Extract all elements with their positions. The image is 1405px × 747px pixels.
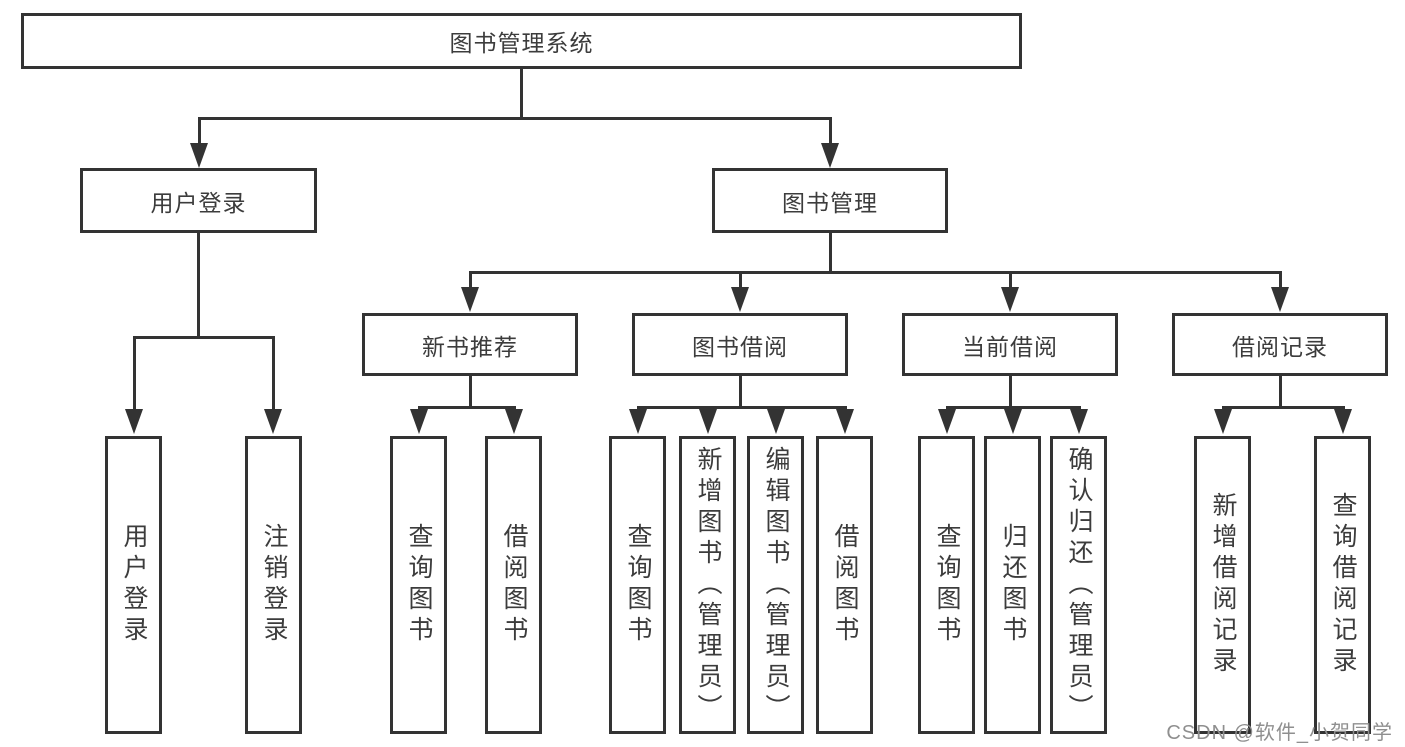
node-label: 归还图书 (999, 523, 1027, 647)
node-label: 用户登录 (150, 189, 247, 216)
node-book-management: 图书管理 (712, 168, 948, 233)
leaf-user-login: 用户登录 (105, 436, 162, 734)
node-label: 借阅图书 (500, 523, 528, 647)
connector-vertical (828, 233, 832, 274)
arrowhead-down-icon (1271, 287, 1289, 312)
arrowhead-down-icon (125, 409, 143, 434)
leaf-query-books-recommend: 查询图书 (390, 436, 447, 734)
arrowhead-down-icon (1004, 409, 1022, 434)
leaf-logout: 注销登录 (245, 436, 302, 734)
leaf-confirm-return-admin: 确认归还（管理员） (1050, 436, 1107, 734)
node-label: 新增借阅记录 (1209, 492, 1237, 678)
node-label: 图书管理系统 (449, 30, 594, 56)
arrowhead-down-icon (264, 409, 282, 434)
connector-stub (197, 117, 201, 147)
leaf-edit-book-admin: 编辑图书（管理员） (747, 436, 804, 734)
node-current-borrowing: 当前借阅 (902, 313, 1118, 376)
connector-stub (132, 336, 136, 413)
connector-vertical (196, 233, 200, 339)
arrowhead-down-icon (190, 143, 208, 168)
connector-stub (738, 271, 742, 291)
connector-vertical (1008, 376, 1012, 409)
node-label: 新书推荐 (422, 333, 518, 360)
connector-stub (468, 271, 472, 291)
node-library-management-system: 图书管理系统 (21, 13, 1022, 69)
connector-stub (271, 336, 275, 413)
connector-vertical (738, 376, 742, 409)
arrowhead-down-icon (1214, 409, 1232, 434)
node-label: 借阅图书 (831, 523, 859, 647)
node-label: 编辑图书（管理员） (762, 445, 790, 725)
arrowhead-down-icon (821, 143, 839, 168)
node-label: 借阅记录 (1232, 333, 1328, 360)
connector-vertical (519, 69, 523, 120)
leaf-query-books-current: 查询图书 (918, 436, 975, 734)
node-new-book-recommend: 新书推荐 (362, 313, 578, 376)
connector-vertical (1278, 376, 1282, 409)
node-label: 图书管理 (782, 189, 878, 216)
arrowhead-down-icon (938, 409, 956, 434)
node-label: 当前借阅 (962, 333, 1058, 360)
arrowhead-down-icon (629, 409, 647, 434)
leaf-borrow-books-recommend: 借阅图书 (485, 436, 542, 734)
node-label: 确认归还（管理员） (1065, 445, 1093, 725)
connector-horizontal (636, 406, 847, 409)
arrowhead-down-icon (461, 287, 479, 312)
leaf-query-books-borrowing: 查询图书 (609, 436, 666, 734)
node-label: 查询图书 (933, 523, 961, 647)
node-label: 查询借阅记录 (1329, 492, 1357, 678)
leaf-query-borrow-record: 查询借阅记录 (1314, 436, 1371, 734)
arrowhead-down-icon (836, 409, 854, 434)
connector-stub (828, 117, 832, 147)
connector-stub (1008, 271, 1012, 291)
node-label: 新增图书（管理员） (694, 445, 722, 725)
arrowhead-down-icon (699, 409, 717, 434)
leaf-borrow-books: 借阅图书 (816, 436, 873, 734)
connector-horizontal (417, 406, 516, 409)
arrowhead-down-icon (731, 287, 749, 312)
leaf-return-books: 归还图书 (984, 436, 1041, 734)
node-label: 图书借阅 (692, 333, 788, 360)
node-user-login: 用户登录 (80, 168, 317, 233)
connector-horizontal (1221, 406, 1345, 409)
csdn-watermark: CSDN @软件_小贺同学 (1166, 722, 1393, 744)
node-book-borrowing: 图书借阅 (632, 313, 848, 376)
leaf-add-book-admin: 新增图书（管理员） (679, 436, 736, 734)
node-borrowing-records: 借阅记录 (1172, 313, 1388, 376)
arrowhead-down-icon (1001, 287, 1019, 312)
arrowhead-down-icon (1334, 409, 1352, 434)
connector-horizontal (132, 336, 275, 339)
connector-stub (1278, 271, 1282, 291)
node-label: 用户登录 (120, 523, 148, 647)
arrowhead-down-icon (767, 409, 785, 434)
arrowhead-down-icon (410, 409, 428, 434)
node-label: 查询图书 (624, 523, 652, 647)
connector-horizontal (197, 117, 832, 120)
node-label: 注销登录 (260, 523, 288, 647)
connector-horizontal (468, 271, 1282, 274)
connector-vertical (468, 376, 472, 409)
leaf-add-borrow-record: 新增借阅记录 (1194, 436, 1251, 734)
arrowhead-down-icon (1070, 409, 1088, 434)
node-label: 查询图书 (405, 523, 433, 647)
arrowhead-down-icon (505, 409, 523, 434)
